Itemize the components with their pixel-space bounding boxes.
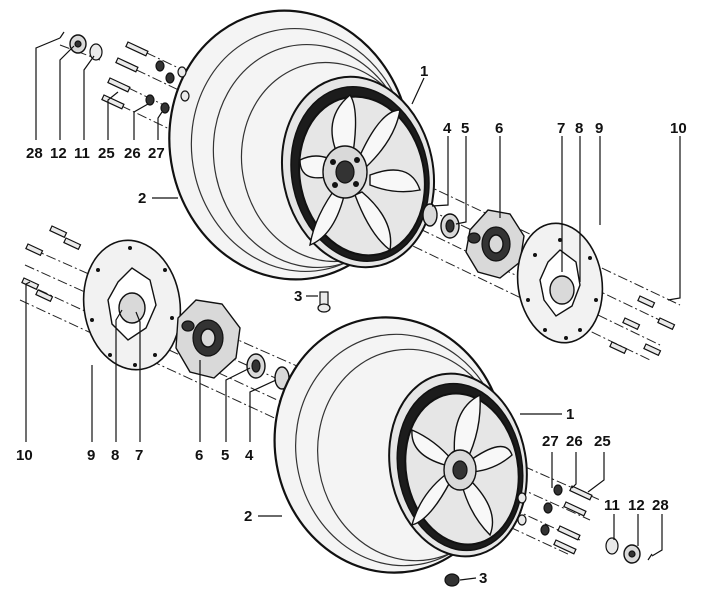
bottom-valve-stem bbox=[444, 573, 460, 587]
callout-25-bottom: 25 bbox=[594, 433, 611, 450]
top-wheel-studs bbox=[101, 41, 190, 114]
bottom-rim bbox=[388, 372, 528, 558]
bottom-wheel-studs bbox=[517, 484, 593, 555]
callout-3-bottom: 3 bbox=[479, 570, 487, 587]
callout-5-top: 5 bbox=[461, 120, 469, 137]
callout-10-bottom: 10 bbox=[16, 447, 33, 464]
callout-4-top: 4 bbox=[443, 120, 452, 137]
bottom-axle-hardware bbox=[605, 537, 653, 564]
callout-10-top: 10 bbox=[670, 120, 687, 137]
bottom-hub-flange bbox=[175, 299, 241, 379]
callout-7-bottom: 7 bbox=[135, 447, 143, 464]
callout-27-bottom: 27 bbox=[542, 433, 559, 450]
top-disc-bolts bbox=[609, 295, 676, 357]
callout-4-bottom: 4 bbox=[245, 447, 254, 464]
top-axle-hardware bbox=[59, 31, 103, 61]
callout-3-top: 3 bbox=[294, 288, 302, 305]
callout-1-bottom: 1 bbox=[566, 406, 574, 423]
callout-11-top: 11 bbox=[74, 145, 90, 162]
callout-labels: 28 12 11 25 26 27 1 2 3 4 5 6 7 8 9 10 1… bbox=[16, 63, 687, 587]
top-valve-stem bbox=[317, 291, 331, 313]
callout-9-bottom: 9 bbox=[87, 447, 95, 464]
callout-26-bottom: 26 bbox=[566, 433, 583, 450]
callout-28-bottom: 28 bbox=[652, 497, 669, 514]
callout-2-top: 2 bbox=[138, 190, 146, 207]
callout-8-top: 8 bbox=[575, 120, 583, 137]
bottom-wheel-assembly bbox=[21, 225, 653, 587]
callout-12-top: 12 bbox=[50, 145, 67, 162]
callout-5-bottom: 5 bbox=[221, 447, 229, 464]
callout-1-top: 1 bbox=[420, 63, 428, 80]
bottom-brake-disc bbox=[82, 239, 182, 371]
top-brake-disc bbox=[516, 222, 604, 344]
callout-7-top: 7 bbox=[557, 120, 565, 137]
bottom-bearing bbox=[246, 353, 266, 379]
callout-6-top: 6 bbox=[495, 120, 503, 137]
callout-6-bottom: 6 bbox=[195, 447, 203, 464]
callout-11-bottom: 11 bbox=[604, 497, 620, 514]
leader-lines bbox=[25, 37, 681, 581]
callout-28-top: 28 bbox=[26, 145, 43, 162]
callout-8-bottom: 8 bbox=[111, 447, 119, 464]
top-hub-flange bbox=[465, 209, 525, 279]
top-bearing bbox=[440, 213, 460, 239]
callout-2-bottom: 2 bbox=[244, 508, 252, 525]
top-spacer bbox=[422, 203, 438, 227]
callout-12-bottom: 12 bbox=[628, 497, 645, 514]
callout-25-top: 25 bbox=[98, 145, 115, 162]
bottom-disc-bolts bbox=[21, 225, 82, 303]
top-wheel-assembly bbox=[59, 9, 676, 357]
callout-27-top: 27 bbox=[148, 145, 165, 162]
top-rim bbox=[280, 75, 436, 269]
callout-26-top: 26 bbox=[124, 145, 141, 162]
callout-9-top: 9 bbox=[595, 120, 603, 137]
